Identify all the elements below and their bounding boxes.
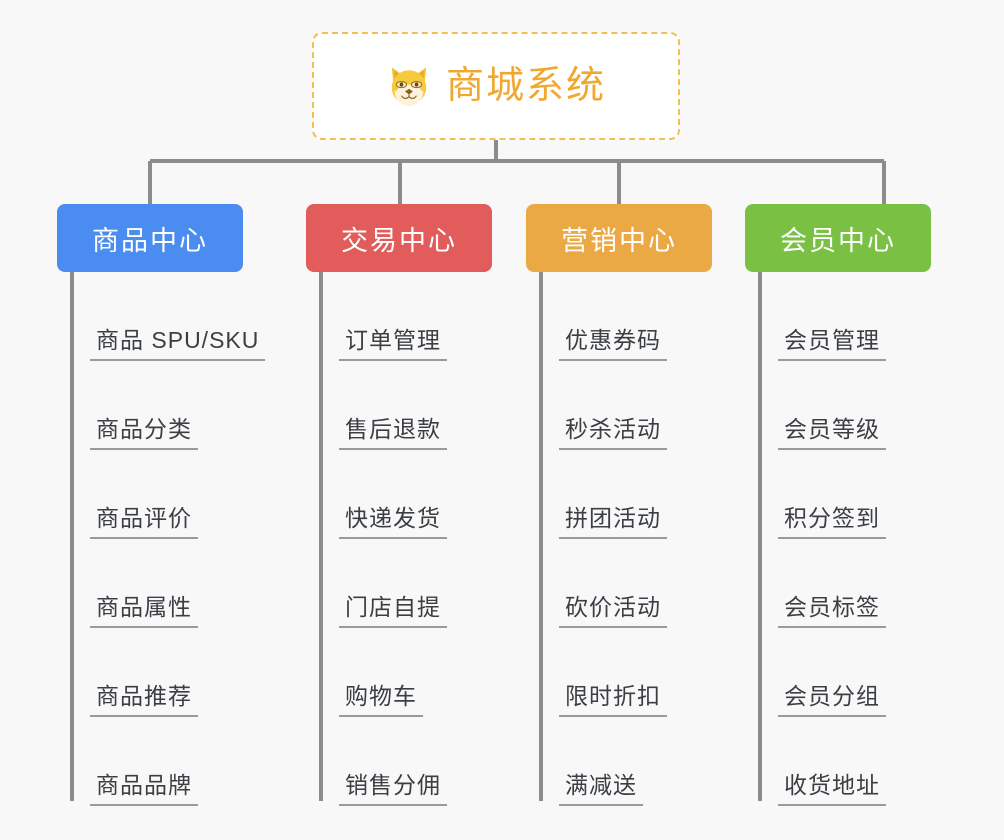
category-label: 交易中心 — [341, 225, 457, 256]
leaf-item[interactable]: 会员管理 — [778, 272, 886, 361]
leaf-item[interactable]: 购物车 — [339, 628, 447, 717]
leaf-item[interactable]: 商品评价 — [90, 450, 265, 539]
leaf-item[interactable]: 商品品牌 — [90, 717, 265, 806]
leaf-label: 会员等级 — [778, 416, 886, 450]
leaf-label: 商品品牌 — [90, 772, 198, 806]
leaf-list-trade-center: 订单管理售后退款快递发货门店自提购物车销售分佣 — [306, 272, 447, 806]
leaf-item[interactable]: 收货地址 — [778, 717, 886, 806]
leaf-item[interactable]: 销售分佣 — [339, 717, 447, 806]
shiba-dog-face-icon — [391, 67, 427, 107]
leaf-label: 满减送 — [559, 772, 643, 806]
leaf-label: 商品属性 — [90, 594, 198, 628]
leaf-label: 订单管理 — [339, 327, 447, 361]
category-label: 会员中心 — [780, 225, 896, 256]
leaf-label: 门店自提 — [339, 594, 447, 628]
leaf-label: 购物车 — [339, 683, 423, 717]
leaf-item[interactable]: 订单管理 — [339, 272, 447, 361]
leaf-list-member-center: 会员管理会员等级积分签到会员标签会员分组收货地址 — [745, 272, 886, 806]
category-label: 营销中心 — [561, 225, 677, 256]
root-node[interactable]: 商城系统 — [312, 32, 680, 140]
leaf-item[interactable]: 快递发货 — [339, 450, 447, 539]
leaf-item[interactable]: 拼团活动 — [559, 450, 667, 539]
category-box-trade-center[interactable]: 交易中心 — [306, 204, 492, 272]
leaf-list-product-center: 商品 SPU/SKU 商品分类商品评价商品属性商品推荐商品品牌 — [57, 272, 266, 806]
leaf-item[interactable]: 商品分类 — [90, 361, 265, 450]
leaf-item[interactable]: 商品属性 — [90, 539, 265, 628]
leaf-label: 销售分佣 — [339, 772, 447, 806]
leaf-item[interactable]: 商品 SPU/SKU — [90, 272, 266, 361]
leaf-item[interactable]: 会员分组 — [778, 628, 886, 717]
leaf-label: 会员分组 — [778, 683, 886, 717]
leaf-item[interactable]: 会员等级 — [778, 361, 886, 450]
leaf-item[interactable]: 会员标签 — [778, 539, 886, 628]
leaf-item[interactable]: 秒杀活动 — [559, 361, 667, 450]
leaf-label: 优惠券码 — [559, 327, 667, 361]
leaf-label: 积分签到 — [778, 505, 886, 539]
category-label: 商品中心 — [92, 225, 208, 256]
category-box-member-center[interactable]: 会员中心 — [745, 204, 931, 272]
leaf-label: 商品推荐 — [90, 683, 198, 717]
leaf-label: 商品分类 — [90, 416, 198, 450]
leaf-label: 收货地址 — [778, 772, 886, 806]
leaf-label: 拼团活动 — [559, 505, 667, 539]
leaf-label: 秒杀活动 — [559, 416, 667, 450]
leaf-item[interactable]: 满减送 — [559, 717, 667, 806]
leaf-item[interactable]: 限时折扣 — [559, 628, 667, 717]
leaf-label: 会员标签 — [778, 594, 886, 628]
leaf-label: 商品 SPU/SKU — [90, 327, 266, 361]
category-box-marketing-center[interactable]: 营销中心 — [526, 204, 712, 272]
leaf-label: 快递发货 — [339, 505, 447, 539]
leaf-label: 会员管理 — [778, 327, 886, 361]
leaf-label: 售后退款 — [339, 416, 447, 450]
leaf-item[interactable]: 门店自提 — [339, 539, 447, 628]
leaf-label: 砍价活动 — [559, 594, 667, 628]
category-box-product-center[interactable]: 商品中心 — [57, 204, 243, 272]
root-title: 商城系统 — [445, 65, 606, 107]
leaf-label: 商品评价 — [90, 505, 198, 539]
leaf-item[interactable]: 优惠券码 — [559, 272, 667, 361]
leaf-label: 限时折扣 — [559, 683, 667, 717]
leaf-item[interactable]: 积分签到 — [778, 450, 886, 539]
leaf-item[interactable]: 售后退款 — [339, 361, 447, 450]
leaf-item[interactable]: 砍价活动 — [559, 539, 667, 628]
leaf-item[interactable]: 商品推荐 — [90, 628, 265, 717]
leaf-list-marketing-center: 优惠券码秒杀活动拼团活动砍价活动限时折扣满减送 — [526, 272, 667, 806]
